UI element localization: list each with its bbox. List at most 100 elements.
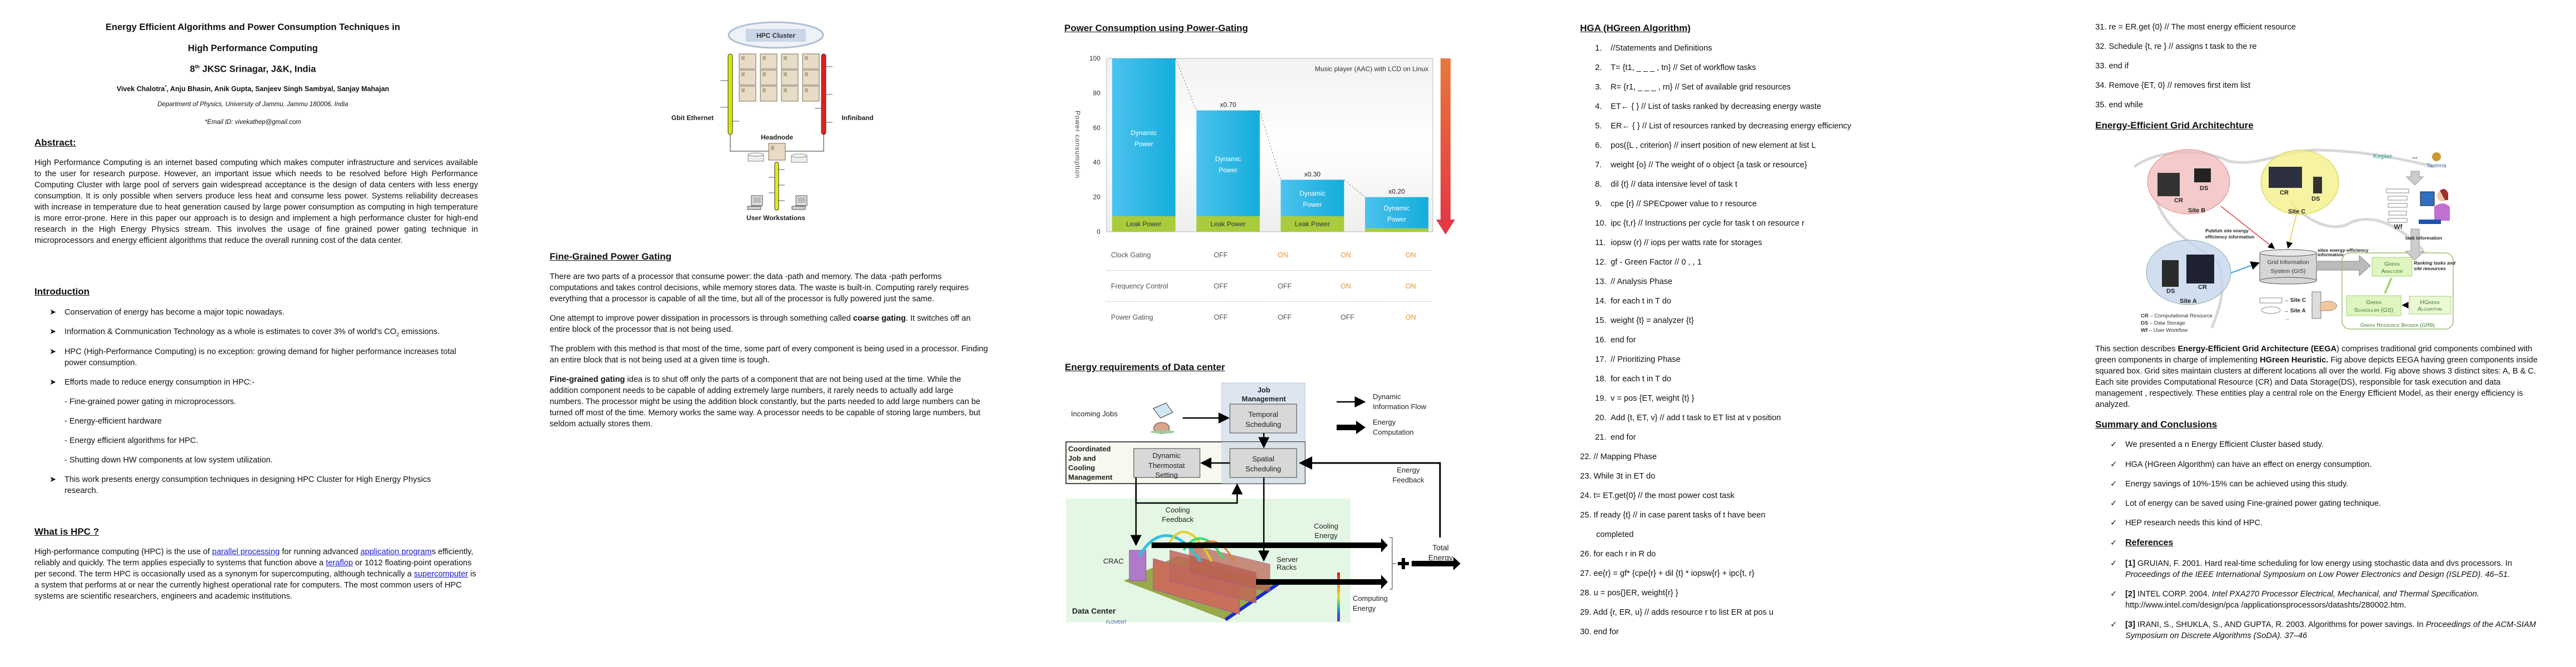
temperature-scale <box>1337 573 1340 621</box>
step-number: 32. <box>2095 42 2107 51</box>
arrowhead-bullet-icon: ➤ <box>49 378 57 387</box>
fine-grained-p3: The problem with this method is that mos… <box>550 345 988 365</box>
server-icon <box>802 53 820 69</box>
affiliation: Department of Physics, University of Jam… <box>157 101 348 108</box>
gis-label: Grid Information <box>2267 259 2309 266</box>
server-icon <box>739 69 756 86</box>
leak-power-label: Leak Power <box>1210 220 1245 228</box>
algorithm-step: 23. While 3t in ET do <box>1580 467 1851 486</box>
cooling-energy-label: Energy <box>1314 531 1338 540</box>
step-number: 29. <box>1580 608 1592 617</box>
table-cell-state: OFF <box>1341 313 1354 321</box>
summary-item: ✓Energy savings of 10%-15% can be achiev… <box>2110 480 2349 489</box>
incoming-jobs-label: Incoming Jobs <box>1071 410 1118 418</box>
gbit-ethernet-bus <box>728 53 733 135</box>
job-management-label: Job <box>1257 386 1270 394</box>
algorithm-step: 33. end if <box>2095 57 2296 76</box>
arrowhead-bullet-icon: ➤ <box>49 327 57 336</box>
algorithm-step: 12.gf - Green Factor // 0 , , 1 <box>1595 253 1851 272</box>
authors: Vivek Chalotra*, Anju Bhasin, Anik Gupta… <box>116 84 390 93</box>
green-analyzer-label: Green <box>2384 261 2400 267</box>
link-teraflop[interactable]: teraflop <box>326 559 353 568</box>
legend-energy-label: Computation <box>1373 428 1414 436</box>
site-c-cr-label: CR <box>2280 190 2289 196</box>
sites-info-label: information <box>2318 252 2344 257</box>
step-text: weight {t} = analyzer {t} <box>1611 316 1694 325</box>
connector-line <box>1344 180 1366 197</box>
link-supercomputer[interactable]: supercomputer <box>413 570 469 579</box>
headnode-label: Headnode <box>761 133 793 141</box>
intro-bullet: ➤HPC (High-Performance Computing) is no … <box>49 347 456 367</box>
step-text: re = ER.get {0} // The most energy effic… <box>2109 23 2296 32</box>
cooling-feedback-label: Feedback <box>1162 515 1194 524</box>
step-number: 27. <box>1580 569 1592 578</box>
hga-steps-continued: 31. re = ER.get {0} // The most energy e… <box>2095 18 2296 115</box>
y-tick-label: 40 <box>1093 158 1101 166</box>
server-icon <box>739 53 756 69</box>
computing-energy-label: Computing <box>1353 594 1388 603</box>
total-energy-arrow <box>1412 557 1461 570</box>
step-number: 9. <box>1595 200 1602 208</box>
thermostat-label: Setting <box>1155 471 1178 479</box>
spatial-scheduling-box <box>1229 448 1297 478</box>
step-number: 25. <box>1580 511 1592 520</box>
storage-disk-icon <box>748 152 764 162</box>
step-number: 10. <box>1595 219 1607 228</box>
plot-area <box>1106 58 1433 232</box>
y-tick-label: 80 <box>1093 89 1101 97</box>
y-tick-label: 0 <box>1097 228 1100 236</box>
step-text: ER← { } // List of resources ranked by d… <box>1611 122 1851 131</box>
step-text: for each t in T do <box>1611 297 1671 306</box>
wf-label: Wf <box>2394 223 2403 231</box>
algorithm-step: 26. for each r in R do <box>1580 545 1851 564</box>
step-text: completed <box>1596 530 1634 539</box>
power-gating-heading: Power Consumption using Power-Gating <box>1064 23 1248 33</box>
headnode-link <box>730 135 824 152</box>
eega-description: This section describes Energy-Efficient … <box>2095 345 2538 409</box>
link-parallel-processing[interactable]: parallel processing <box>212 547 280 556</box>
step-number: 34. <box>2095 81 2107 90</box>
algorithm-step: 8.dil {t} // data intensive level of tas… <box>1595 175 1851 195</box>
table-cell-state: ON <box>1341 282 1351 290</box>
step-number: 3. <box>1595 83 1602 92</box>
step-text: u = pos{}ER, weight{r} } <box>1593 589 1678 598</box>
hand-switch-icon <box>2311 291 2338 319</box>
legend-energy-arrow <box>1337 421 1366 434</box>
coordinated-management-box <box>1065 441 1306 484</box>
algorithm-step: 19.v = pos {ET, weight {t} } <box>1595 389 1851 409</box>
step-text: // Analysis Phase <box>1611 277 1673 286</box>
summary-item: ✓HGA (HGreen Algorithm) can have an effe… <box>2110 460 2372 469</box>
legend-ds: DS – Data Storage <box>2141 320 2185 326</box>
user-workstations-label: User Workstations <box>746 214 805 222</box>
step-text: cpe {r} // SPECpower value to r resource <box>1611 200 1757 208</box>
intro-sub-item: - Energy-efficient hardware <box>64 417 162 426</box>
intro-bullet: ➤Efforts made to reduce energy consumpti… <box>49 378 255 387</box>
step-text: end while <box>2109 101 2144 109</box>
computing-energy-label: Energy <box>1353 604 1376 613</box>
algorithm-step: 2.T= {t1, _ _ _ , tn} // Set of workflow… <box>1595 58 1851 78</box>
step-number: 1. <box>1595 44 1602 53</box>
storage-disk-icon <box>791 153 808 163</box>
step-text: pos({L , criterion} // insert position o… <box>1611 141 1816 150</box>
references-item: ✓References <box>2110 537 2173 549</box>
algorithm-step: 7.weight {o} // The weight of o object {… <box>1595 156 1851 175</box>
step-number: 30. <box>1580 628 1592 636</box>
link-application-programs[interactable]: application program <box>360 547 432 556</box>
cooling-energy-arrow <box>1152 538 1388 552</box>
task-info-label: task information <box>2405 235 2442 241</box>
step-text: //Statements and Definitions <box>1611 44 1712 53</box>
green-scheduler-box <box>2346 295 2401 316</box>
reference-2: ✓[2] INTEL CORP. 2004. Intel PXA270 Proc… <box>2110 590 2479 610</box>
algorithm-step: 9. cpe {r} // SPECpower value to r resour… <box>1595 195 1851 214</box>
site-b-circle <box>2147 149 2230 215</box>
hgreen-algorithm-label: Algorithm <box>2418 306 2442 312</box>
abstract-heading: Abstract: <box>34 137 76 148</box>
step-number: 14. <box>1595 297 1607 306</box>
algorithm-step: 20.Add {t, ET, v} // add t task to ET li… <box>1595 409 1851 428</box>
step-text: R= {r1, _ _ _ , rn} // Set of available … <box>1611 83 1791 92</box>
step-number: 2. <box>1595 63 1602 72</box>
ellipsis: ... <box>2412 152 2418 160</box>
job-management-region <box>1221 382 1306 484</box>
